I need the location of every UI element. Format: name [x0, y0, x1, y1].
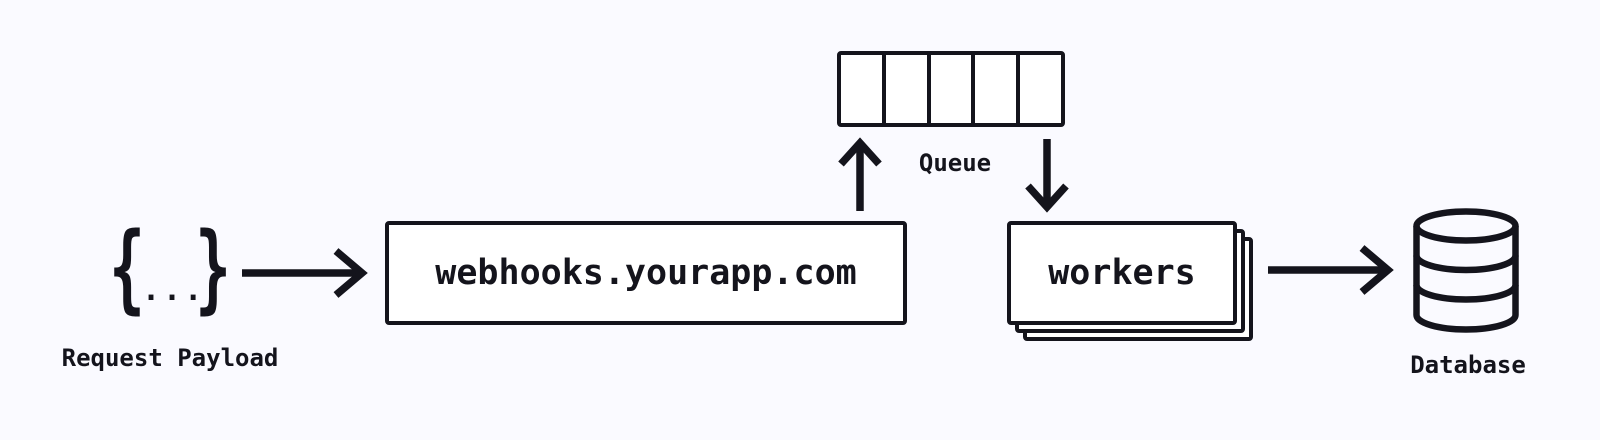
database-label: Database	[1410, 351, 1526, 379]
arrow-right-icon	[242, 248, 368, 298]
database-cylinder-icon	[1413, 208, 1519, 333]
open-brace-glyph: {	[109, 212, 145, 324]
queue-label: Queue	[918, 149, 992, 177]
queue-cell	[1016, 55, 1061, 123]
queue-cell	[926, 55, 972, 123]
queue-node	[837, 51, 1065, 127]
arrow-up-icon	[838, 137, 882, 211]
workers-node: workers	[1007, 221, 1237, 325]
webhooks-server-node: webhooks.yourapp.com	[385, 221, 907, 325]
workers-label: workers	[1048, 253, 1196, 293]
arrow-right-icon	[1268, 245, 1394, 295]
close-brace-glyph: }	[195, 212, 231, 324]
json-braces-icon: { ... }	[109, 216, 231, 326]
queue-cell	[971, 55, 1017, 123]
arrow-down-icon	[1025, 139, 1069, 213]
webhooks-server-label: webhooks.yourapp.com	[435, 253, 857, 293]
request-payload-label: Request Payload	[61, 344, 279, 372]
queue-cell	[841, 55, 882, 123]
ellipsis-dots-glyph: ...	[142, 272, 206, 308]
queue-cell	[881, 55, 927, 123]
